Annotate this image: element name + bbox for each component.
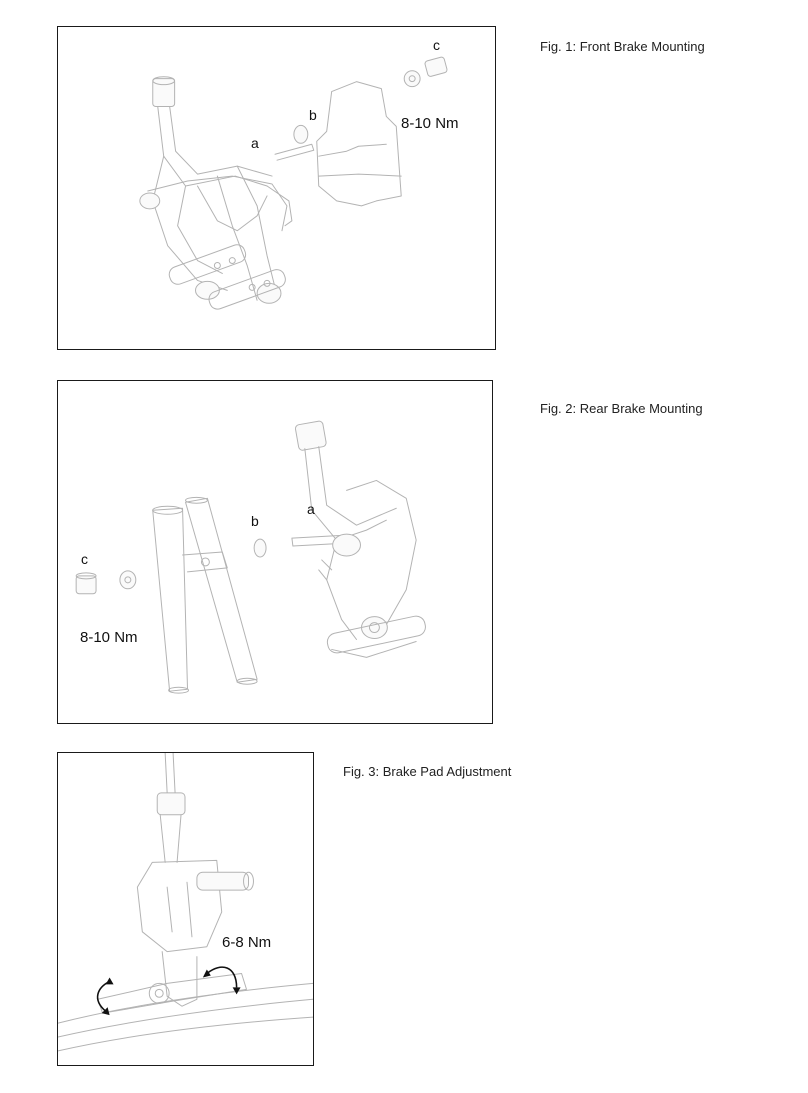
label-b: b <box>251 513 259 529</box>
brake-pad-drawing <box>58 753 313 1052</box>
washer-b <box>293 124 309 144</box>
label-a: a <box>251 135 259 151</box>
washer-b <box>253 538 267 558</box>
rotate-arrow-left <box>96 980 110 1012</box>
rear-brake-drawing <box>75 420 426 694</box>
figure-2-caption: Fig. 2: Rear Brake Mounting <box>540 401 703 416</box>
front-brake-caliper <box>139 76 293 310</box>
figure-1-frame: a b c 8-10 Nm <box>57 26 496 350</box>
wheel-rim <box>58 982 313 1052</box>
recessed-nut-c <box>403 56 448 88</box>
figure-3-caption: Fig. 3: Brake Pad Adjustment <box>343 764 512 779</box>
figure-2-frame: a b c 8-10 Nm <box>57 380 493 724</box>
fork-crown <box>316 81 402 207</box>
arrow-head-right-1 <box>202 969 211 978</box>
figure-1-caption: Fig. 1: Front Brake Mounting <box>540 39 705 54</box>
torque-value: 8-10 Nm <box>80 629 138 646</box>
label-c: c <box>81 551 88 567</box>
label-b: b <box>309 107 317 123</box>
rear-brake-caliper <box>294 420 426 658</box>
torque-value: 8-10 Nm <box>401 115 459 132</box>
recessed-nut-c <box>75 570 137 595</box>
torque-value: 6-8 Nm <box>222 934 272 951</box>
frame-stays <box>152 496 258 694</box>
label-a: a <box>307 501 315 517</box>
rotate-arrow-right <box>206 966 238 988</box>
label-c: c <box>433 37 440 53</box>
arrow-head-left-1 <box>105 977 114 985</box>
arrow-head-right-2 <box>232 987 241 995</box>
arrow-head-left-2 <box>101 1007 110 1016</box>
mounting-bolt-a <box>274 143 315 161</box>
front-brake-drawing <box>139 56 448 310</box>
brake-cable-and-caliper <box>136 753 254 1007</box>
figure-3-frame: 6-8 Nm <box>57 752 314 1066</box>
